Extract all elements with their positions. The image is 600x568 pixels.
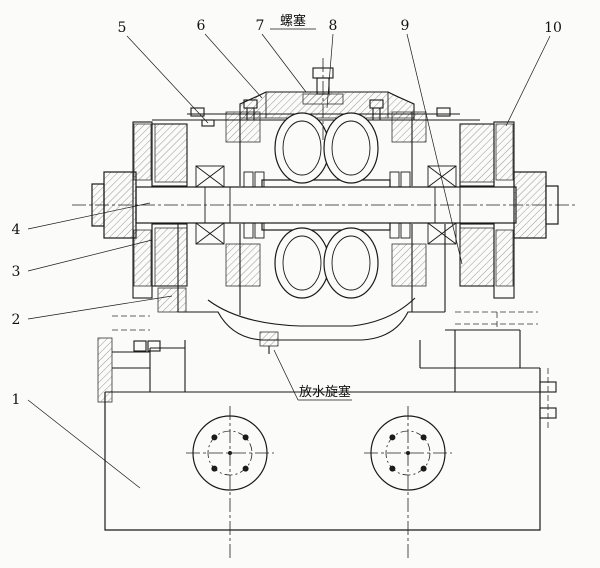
leader-lines	[27, 28, 551, 489]
rotor-bores	[274, 112, 379, 299]
callout-5: 5	[118, 20, 127, 36]
callout-1: 1	[12, 392, 21, 408]
callout-10: 10	[544, 20, 562, 36]
callout-8: 8	[329, 18, 338, 34]
labels: 1 2 3 4 5 6 7 8 9 10 螺塞 放水旋塞	[12, 13, 562, 408]
centerlines	[72, 58, 578, 558]
callout-4: 4	[12, 222, 21, 238]
callout-6: 6	[197, 18, 206, 34]
callout-7: 7	[256, 18, 265, 34]
hidden-lines	[112, 311, 549, 428]
callout-2: 2	[12, 312, 21, 328]
label-screw-plug: 螺塞	[280, 13, 306, 29]
callout-3: 3	[12, 264, 21, 280]
callout-9: 9	[401, 18, 410, 34]
bearings-and-seals	[195, 165, 457, 245]
label-drain-cock: 放水旋塞	[299, 384, 351, 400]
casing-outlines	[105, 67, 557, 419]
